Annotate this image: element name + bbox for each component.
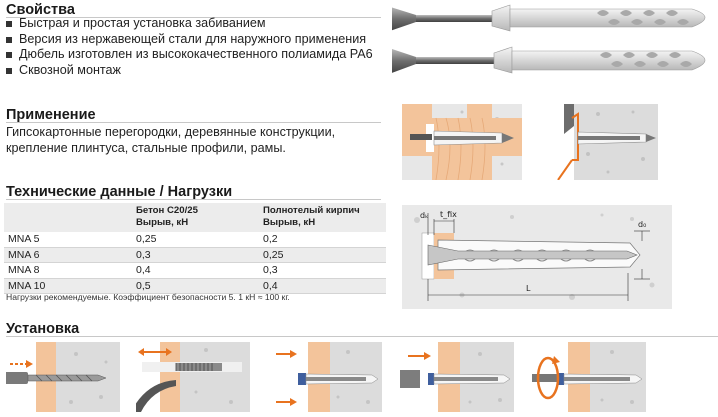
- anchor-top: [392, 4, 706, 32]
- application-title: Применение: [6, 107, 96, 123]
- rotate-arrow-icon: [536, 356, 560, 400]
- orange-arrow-icon: [138, 348, 172, 356]
- table-cell: 0,25: [132, 232, 259, 248]
- table-cell: 0,25: [259, 247, 386, 263]
- table-cell: 0,3: [259, 262, 386, 279]
- property-item: Сквозной монтаж: [6, 63, 373, 79]
- table-cell: 0,4: [259, 278, 386, 294]
- tech-divider: [6, 199, 381, 200]
- orange-arrow-icon: [276, 350, 297, 406]
- table-row: MNA 5 0,25 0,2: [4, 232, 386, 248]
- property-item: Быстрая и простая установка забиванием: [6, 16, 373, 32]
- properties-divider: [6, 17, 381, 18]
- install-step-drill: [6, 342, 120, 412]
- product-photo: [392, 0, 718, 100]
- tech-note: Нагрузки рекомендуемые. Коэффициент безо…: [6, 292, 290, 302]
- orange-arrow-icon: [10, 360, 33, 368]
- application-text: Гипсокартонные перегородки, деревянные к…: [6, 125, 336, 155]
- table-row: MNA 10 0,5 0,4: [4, 278, 386, 294]
- dimension-drawing: dₖ t_fix d₀ L: [402, 205, 672, 309]
- property-item: Дюбель изготовлен из высококачественного…: [6, 47, 373, 63]
- anchor-bottom: [392, 46, 706, 74]
- table-cell: 0,4: [132, 262, 259, 279]
- table-cell: 0,5: [132, 278, 259, 294]
- install-step-clean: [136, 342, 250, 412]
- properties-list: Быстрая и простая установка забиванием В…: [6, 16, 373, 78]
- application-divider: [6, 122, 381, 123]
- table-cell: 0,3: [132, 247, 259, 263]
- table-row: MNA 6 0,3 0,25: [4, 247, 386, 263]
- install-step-insert: [268, 342, 382, 412]
- table-cell: 0,2: [259, 232, 386, 248]
- header-cell: [4, 203, 132, 232]
- table-cell: MNA 10: [4, 278, 132, 294]
- application-profile-image: [538, 104, 658, 180]
- property-item: Версия из нержавеющей стали для наружног…: [6, 32, 373, 48]
- installation-title: Установка: [6, 321, 80, 337]
- table-cell: MNA 5: [4, 232, 132, 248]
- properties-title: Свойства: [6, 2, 75, 18]
- tech-title: Технические данные / Нагрузки: [6, 184, 233, 200]
- dim-label-tfix: t_fix: [440, 210, 457, 219]
- install-step-unscrew: [532, 342, 646, 412]
- dim-label-d0: d₀: [638, 220, 646, 229]
- table-cell: MNA 8: [4, 262, 132, 279]
- orange-arrow-icon: [408, 352, 431, 360]
- table-row: MNA 8 0,4 0,3: [4, 262, 386, 279]
- install-step-hammer: [400, 342, 514, 412]
- installation-divider: [6, 336, 718, 337]
- dim-label-dk: dₖ: [420, 211, 428, 220]
- application-wood-image: [402, 104, 522, 180]
- table-cell: MNA 6: [4, 247, 132, 263]
- dim-label-L: L: [526, 284, 531, 293]
